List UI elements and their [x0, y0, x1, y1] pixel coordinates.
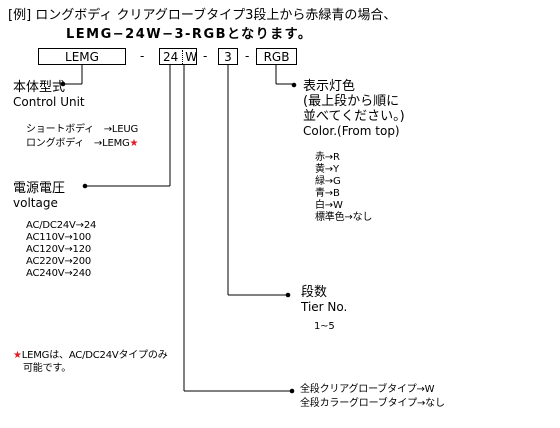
- voltage-heading: 電源電圧: [13, 181, 66, 196]
- globe-option-color: 全段カラーグローブタイプ→なし: [300, 398, 445, 409]
- globe-code: W: [182, 50, 198, 64]
- voltage-item: AC240V→240: [26, 268, 92, 279]
- tier-range: 1~5: [314, 321, 335, 332]
- control-unit-heading: 本体型式: [13, 80, 66, 95]
- color-item: 黄→Y: [315, 164, 339, 175]
- voltage-item: AC/DC24V→24: [26, 220, 97, 231]
- voltage-item: AC110V→100: [26, 232, 92, 243]
- lemg-note: ★LEMGは、AC/DC24Vタイプのみ: [13, 350, 168, 361]
- tier-heading-en: Tier No.: [301, 300, 348, 314]
- short-body-option: ショートボディ →LEUG: [26, 124, 139, 135]
- voltage-heading-en: voltage: [13, 196, 58, 210]
- color-item: 標準色→なし: [315, 212, 373, 223]
- control-unit-heading-en: Control Unit: [13, 95, 85, 109]
- voltage-list: AC/DC24V→24 AC110V→100 AC120V→120 AC220V…: [26, 220, 96, 280]
- long-body-option: ロングボディ →LEMG★: [26, 138, 139, 149]
- voltage-item: AC120V→120: [26, 244, 92, 255]
- color-item: 青→B: [315, 188, 340, 199]
- color-heading: 表示灯色: [303, 79, 356, 94]
- voltage-item: AC220V→200: [26, 256, 92, 267]
- separator-dash: -: [203, 49, 208, 63]
- star-icon: ★: [129, 138, 139, 149]
- separator-dash: -: [140, 49, 145, 63]
- lemg-note-line2: 可能です。: [23, 363, 71, 374]
- example-code-text: LEMG−24W−3-RGBとなります。: [66, 27, 313, 42]
- color-item: 白→W: [315, 200, 343, 211]
- tier-code-box: 3: [218, 48, 238, 65]
- globe-option-clear: 全段クリアグローブタイプ→W: [300, 384, 435, 395]
- example-title: [例] ロングボディ クリアグローブタイプ3段上から赤緑青の場合、: [8, 8, 397, 23]
- color-item: 赤→R: [315, 152, 340, 163]
- voltage-code: 24: [163, 50, 179, 64]
- color-code-box: RGB: [256, 48, 297, 65]
- color-heading-line3: 並べてください。): [303, 109, 405, 124]
- separator-dash: -: [245, 49, 250, 63]
- color-item: 緑→G: [315, 176, 341, 187]
- color-list: 赤→R 黄→Y 緑→G 青→B 白→W 標準色→なし: [315, 152, 372, 224]
- tier-heading: 段数: [301, 285, 328, 300]
- color-heading-line2: (最上段から順に: [303, 94, 400, 109]
- color-heading-en: Color.(From top): [303, 124, 400, 138]
- model-code-box: LEMG: [38, 48, 126, 65]
- star-icon: ★: [13, 350, 22, 361]
